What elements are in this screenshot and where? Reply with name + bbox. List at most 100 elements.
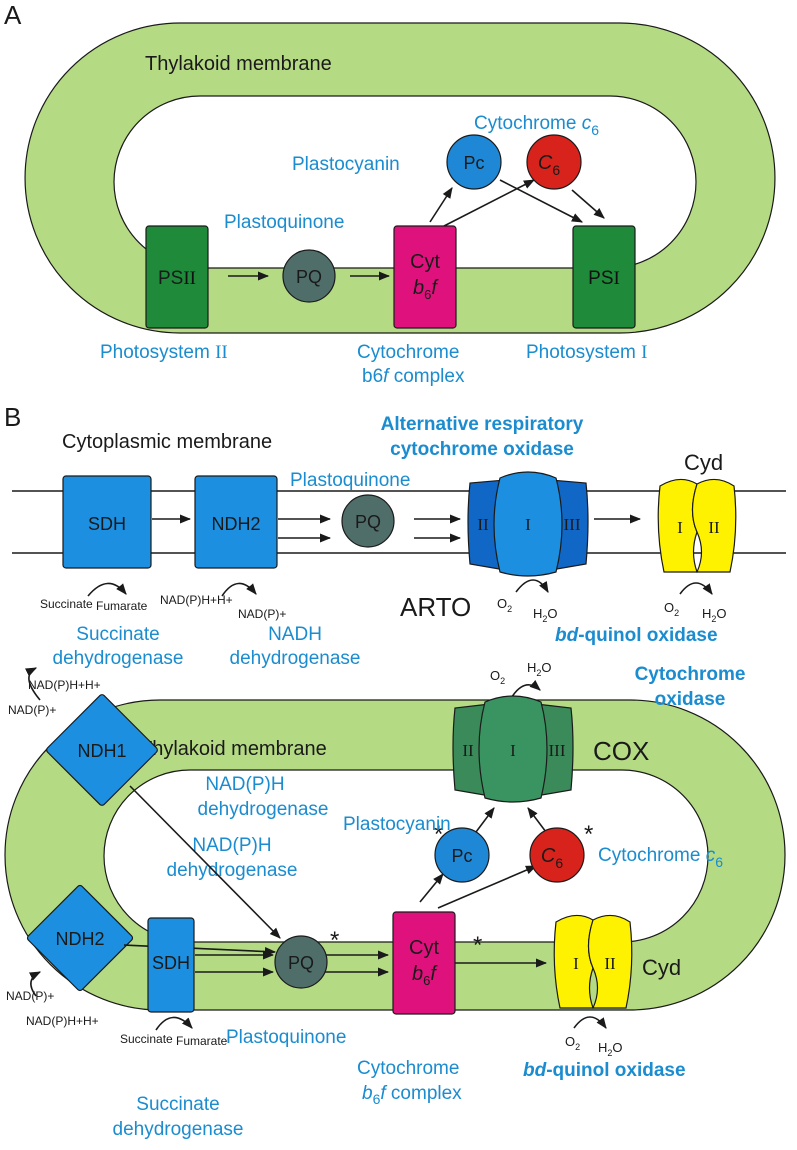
psii-label: PSII	[158, 268, 196, 289]
fumarate-text-cyto: Fumarate	[96, 599, 148, 613]
arrow-cyt-pc	[429, 187, 453, 223]
nadph-dh-label-1a: NAD(P)H	[205, 774, 284, 795]
pq-label-a: PQ	[296, 267, 322, 287]
cyd-i-label-thyl: I	[573, 954, 579, 973]
nadph-curve-arrow-cyto	[221, 582, 257, 597]
c6-circle-a	[526, 134, 582, 190]
arto-o2-curve-arrow	[515, 579, 549, 593]
cyd-label-thyl: Cyd	[642, 955, 681, 980]
arto-name: ARTO	[400, 592, 471, 622]
nadph-dh-label-2b: dehydrogenase	[167, 860, 298, 881]
cytb6f-box-thyl	[392, 911, 456, 1015]
nadph-text-cyto: NAD(P)H+H+	[160, 593, 233, 607]
cox-title-2: oxidase	[655, 689, 726, 710]
succinate-dh-label-2-cyto: dehydrogenase	[53, 648, 184, 669]
cytb6f-complex-label-1-thyl: Cytochrome	[357, 1058, 459, 1079]
ndh1-nadph-text: NAD(P)H+H+	[28, 678, 101, 692]
fumarate-text-thyl: Fumarate	[176, 1034, 228, 1048]
succinate-dh-label-1-thyl: Succinate	[136, 1094, 219, 1115]
ndh1-label: NDH1	[77, 741, 126, 761]
cyd-ii-label-thyl: II	[604, 954, 616, 973]
cyd-i-label-cyto: I	[677, 518, 683, 537]
nadph-dh-label-1b: dehydrogenase	[198, 799, 329, 820]
succinate-dh-label-1-cyto: Succinate	[76, 624, 159, 645]
arto-iii-label: III	[564, 515, 581, 534]
ndh2-diamond	[26, 884, 134, 992]
cox-h2o: H2O	[527, 660, 552, 678]
cyd-o2-cyto: O2	[664, 600, 679, 618]
pq-label-cyto: PQ	[355, 512, 381, 532]
cox-title-1: Cytochrome	[635, 664, 746, 685]
cyd-h2o-cyto: H2O	[702, 606, 727, 624]
succinate-text-thyl: Succinate	[120, 1032, 173, 1046]
cyd-o2-thyl: O2	[565, 1034, 580, 1052]
cyt-b6f-label-thyl: b6f	[412, 963, 438, 988]
pc-circle-a	[446, 134, 502, 190]
plastoquinone-label-cyto: Plastoquinone	[290, 470, 410, 491]
psii-box	[145, 225, 209, 329]
ndh2-box-cyto	[194, 475, 278, 569]
panel-a-letter: A	[4, 0, 22, 30]
cyt-label-thyl: Cyt	[409, 937, 439, 959]
nadh-dh-label-2: dehydrogenase	[230, 648, 361, 669]
ndh1-nadp-text: NAD(P)+	[8, 703, 56, 717]
cox-i-label: I	[510, 741, 516, 760]
cyd-o2-curve-arrow-cyto	[679, 582, 713, 595]
pq-label-thyl: PQ	[288, 953, 314, 973]
arrow-c6-psi	[571, 189, 605, 219]
succinate-dh-label-2-thyl: dehydrogenase	[113, 1119, 244, 1140]
cytochrome-c6-label-thyl: Cytochrome c6	[598, 845, 723, 870]
sdh-label-thyl: SDH	[152, 953, 190, 973]
pc-circle-thyl	[434, 827, 490, 883]
pq-circle-a	[282, 249, 336, 303]
arto-title-2: cytochrome oxidase	[390, 439, 574, 460]
nadp-text-cyto: NAD(P)+	[238, 607, 286, 621]
arto-i-label: I	[525, 515, 531, 534]
cyt-b6f-label-a: b6f	[413, 277, 439, 302]
psi-label: PSI	[588, 268, 620, 289]
cyd-h2o-thyl: H2O	[598, 1040, 623, 1058]
cox-iii-label: III	[549, 741, 566, 760]
photosystem-i-label: Photosystem I	[526, 342, 647, 363]
plastocyanin-label-thyl: Plastocyanin	[343, 814, 451, 835]
succinate-curve-arrow-thyl	[155, 1016, 193, 1031]
ndh2-nadph-text: NAD(P)H+H+	[26, 1014, 99, 1028]
bd-quinol-oxidase-label-cyto: bd-quinol oxidase	[555, 625, 718, 646]
photosystem-ii-label: Photosystem II	[100, 342, 228, 363]
c6-star: *	[584, 821, 593, 848]
ndh2-label-cyto: NDH2	[211, 514, 260, 534]
cox-ii-label: II	[462, 741, 474, 760]
arrow-ndh1-pq	[129, 785, 281, 939]
cyd-ii-label-cyto: II	[708, 518, 720, 537]
cytb6f-complex-label-2-thyl: b6f complex	[362, 1083, 462, 1107]
sdh-box-cyto	[62, 475, 152, 569]
cyd-top-label: Cyd	[684, 450, 723, 475]
plastoquinone-label-a: Plastoquinone	[224, 212, 344, 233]
plastoquinone-label-thyl: Plastoquinone	[226, 1027, 346, 1048]
ndh1-diamond	[46, 694, 158, 806]
arto-h2o: H2O	[533, 606, 558, 624]
arto-title-1: Alternative respiratory	[381, 414, 584, 435]
pq-circle-cyto	[341, 494, 395, 548]
cyd-complex-cyto	[657, 478, 737, 573]
pc-label-a: Pc	[463, 153, 484, 173]
arrow-pc-cox	[475, 807, 495, 833]
succinate-text-cyto: Succinate	[40, 597, 93, 611]
c6-circle-thyl	[529, 827, 585, 883]
thylakoid-membrane-label-b: Thylakoid membrane	[140, 738, 327, 760]
cytb6f-box-a	[393, 225, 457, 329]
plastocyanin-label-a: Plastocyanin	[292, 154, 400, 175]
thylakoid-membrane-label-a: Thylakoid membrane	[145, 53, 332, 75]
cytochrome-c6-label-a: Cytochrome c6	[474, 113, 599, 138]
cox-o2: O2	[490, 668, 505, 686]
pc-label-thyl: Pc	[451, 846, 472, 866]
cytb6f-complex-label-1-a: Cytochrome	[357, 342, 459, 363]
nadh-dh-label-1: NADH	[268, 624, 322, 645]
cyd-o2-curve-arrow-thyl	[573, 1016, 607, 1029]
arrow-pc-psi	[499, 179, 583, 223]
arto-ii-label: II	[477, 515, 489, 534]
cytb6f-complex-label-2-a: b6f complex	[362, 366, 465, 387]
succinate-curve-arrow	[87, 582, 127, 597]
cox-label: COX	[593, 736, 649, 766]
